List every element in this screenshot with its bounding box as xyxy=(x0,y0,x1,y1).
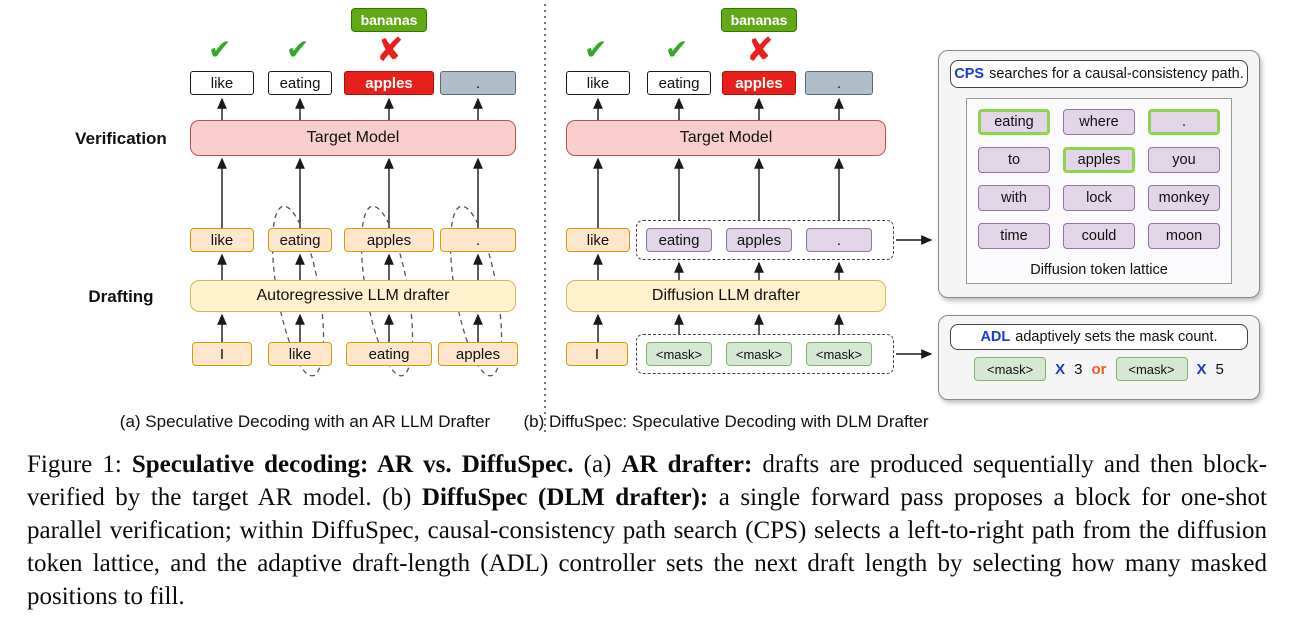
caption-segment: drafts are produced sequentially and the… xyxy=(27,451,1268,511)
lattice-cell: moon xyxy=(1148,223,1220,249)
draft-token: like xyxy=(190,228,254,252)
dlm-drafter-box: Diffusion LLM drafter xyxy=(566,280,886,312)
multiply-x: X xyxy=(1055,360,1066,378)
input-token: I xyxy=(192,342,252,366)
caption-segment: DiffuSpec (DLM drafter): xyxy=(421,484,709,511)
cps-term: CPS xyxy=(954,66,985,82)
bonus-token: bananas xyxy=(721,8,797,32)
accept-check-icon: ✔ xyxy=(665,33,689,66)
mask-block-outline xyxy=(636,334,894,374)
input-token: apples xyxy=(438,342,518,366)
caption-segment: Figure 1: xyxy=(27,451,132,478)
subfig-caption-a: (a) Speculative Decoding with an AR LLM … xyxy=(119,412,491,431)
verified-token: like xyxy=(190,71,254,95)
verified-token-unused: . xyxy=(805,71,873,95)
lattice-cell: lock xyxy=(1063,185,1135,211)
draft-token: apples xyxy=(344,228,434,252)
mask-token: <mask> xyxy=(806,342,872,366)
input-token: I xyxy=(566,342,628,366)
drafting-label: Drafting xyxy=(88,287,154,306)
accept-check-icon: ✔ xyxy=(208,33,232,66)
lattice-cell: monkey xyxy=(1148,185,1220,211)
lattice-grid: eating where . to apples you with lock m… xyxy=(966,98,1232,284)
lattice-cell: to xyxy=(978,147,1050,173)
caption-segment: AR drafter: xyxy=(621,451,753,478)
lattice-row: to apples you xyxy=(978,147,1220,173)
lattice-cell-selected: eating xyxy=(978,109,1050,135)
cps-title-text: searches for a causal-consistency path. xyxy=(989,66,1244,82)
draft-token: eating xyxy=(646,228,712,252)
adl-options-row: <mask> X 3 or <mask> X 5 xyxy=(950,356,1248,382)
verified-token-rejected: apples xyxy=(344,71,434,95)
mask-count-a: 3 xyxy=(1074,360,1083,378)
verified-token: like xyxy=(566,71,630,95)
adl-term: ADL xyxy=(980,329,1011,345)
lattice-cell: you xyxy=(1148,147,1220,173)
verified-token: eating xyxy=(268,71,332,95)
lattice-cell: time xyxy=(978,223,1050,249)
figure-caption: Figure 1: Speculative decoding: AR vs. D… xyxy=(27,448,1267,613)
draft-token: eating xyxy=(268,228,332,252)
target-model-box: Target Model xyxy=(566,120,886,156)
caption-segment: Speculative decoding: AR vs. DiffuSpec. xyxy=(131,451,574,478)
adl-title-text: adaptively sets the mask count. xyxy=(1015,329,1218,345)
accept-check-icon: ✔ xyxy=(584,33,608,66)
adl-title: ADL adaptively sets the mask count. xyxy=(950,324,1248,350)
lattice-cell: could xyxy=(1063,223,1135,249)
mask-token: <mask> xyxy=(646,342,712,366)
lattice-row: eating where . xyxy=(978,109,1220,135)
verification-label: Verification xyxy=(75,129,167,148)
input-token: like xyxy=(268,342,332,366)
adl-mask-token: <mask> xyxy=(974,357,1047,381)
verified-token-unused: . xyxy=(440,71,516,95)
ar-drafter-box: Autoregressive LLM drafter xyxy=(190,280,516,312)
cps-title: CPS searches for a causal-consistency pa… xyxy=(950,60,1248,88)
accept-check-icon: ✔ xyxy=(286,33,310,66)
bonus-token: bananas xyxy=(351,8,427,32)
context-token: like xyxy=(566,228,630,252)
mask-count-b: 5 xyxy=(1215,360,1224,378)
or-label: or xyxy=(1091,360,1107,378)
lattice-row: time could moon xyxy=(978,223,1220,249)
reject-cross-icon: ✘ xyxy=(376,30,404,69)
verified-token-rejected: apples xyxy=(722,71,796,95)
multiply-x: X xyxy=(1196,360,1207,378)
target-model-box: Target Model xyxy=(190,120,516,156)
adl-mask-token: <mask> xyxy=(1115,357,1188,381)
draft-token: . xyxy=(440,228,516,252)
caption-segment: a single forward pass proposes a block f… xyxy=(27,484,1267,610)
draft-token: . xyxy=(806,228,872,252)
verified-token: eating xyxy=(647,71,711,95)
lattice-label: Diffusion token lattice xyxy=(1030,262,1168,278)
draft-block-outline xyxy=(636,220,894,260)
lattice-cell-selected: . xyxy=(1148,109,1220,135)
lattice-cell: where xyxy=(1063,109,1135,135)
subfig-caption-b: (b) DiffuSpec: Speculative Decoding with… xyxy=(523,412,929,431)
draft-token: apples xyxy=(726,228,792,252)
caption-segment: (a) xyxy=(573,451,622,478)
lattice-cell-selected: apples xyxy=(1063,147,1135,173)
lattice-row: with lock monkey xyxy=(978,185,1220,211)
input-token: eating xyxy=(346,342,432,366)
lattice-cell: with xyxy=(978,185,1050,211)
reject-cross-icon: ✘ xyxy=(746,30,774,69)
mask-token: <mask> xyxy=(726,342,792,366)
